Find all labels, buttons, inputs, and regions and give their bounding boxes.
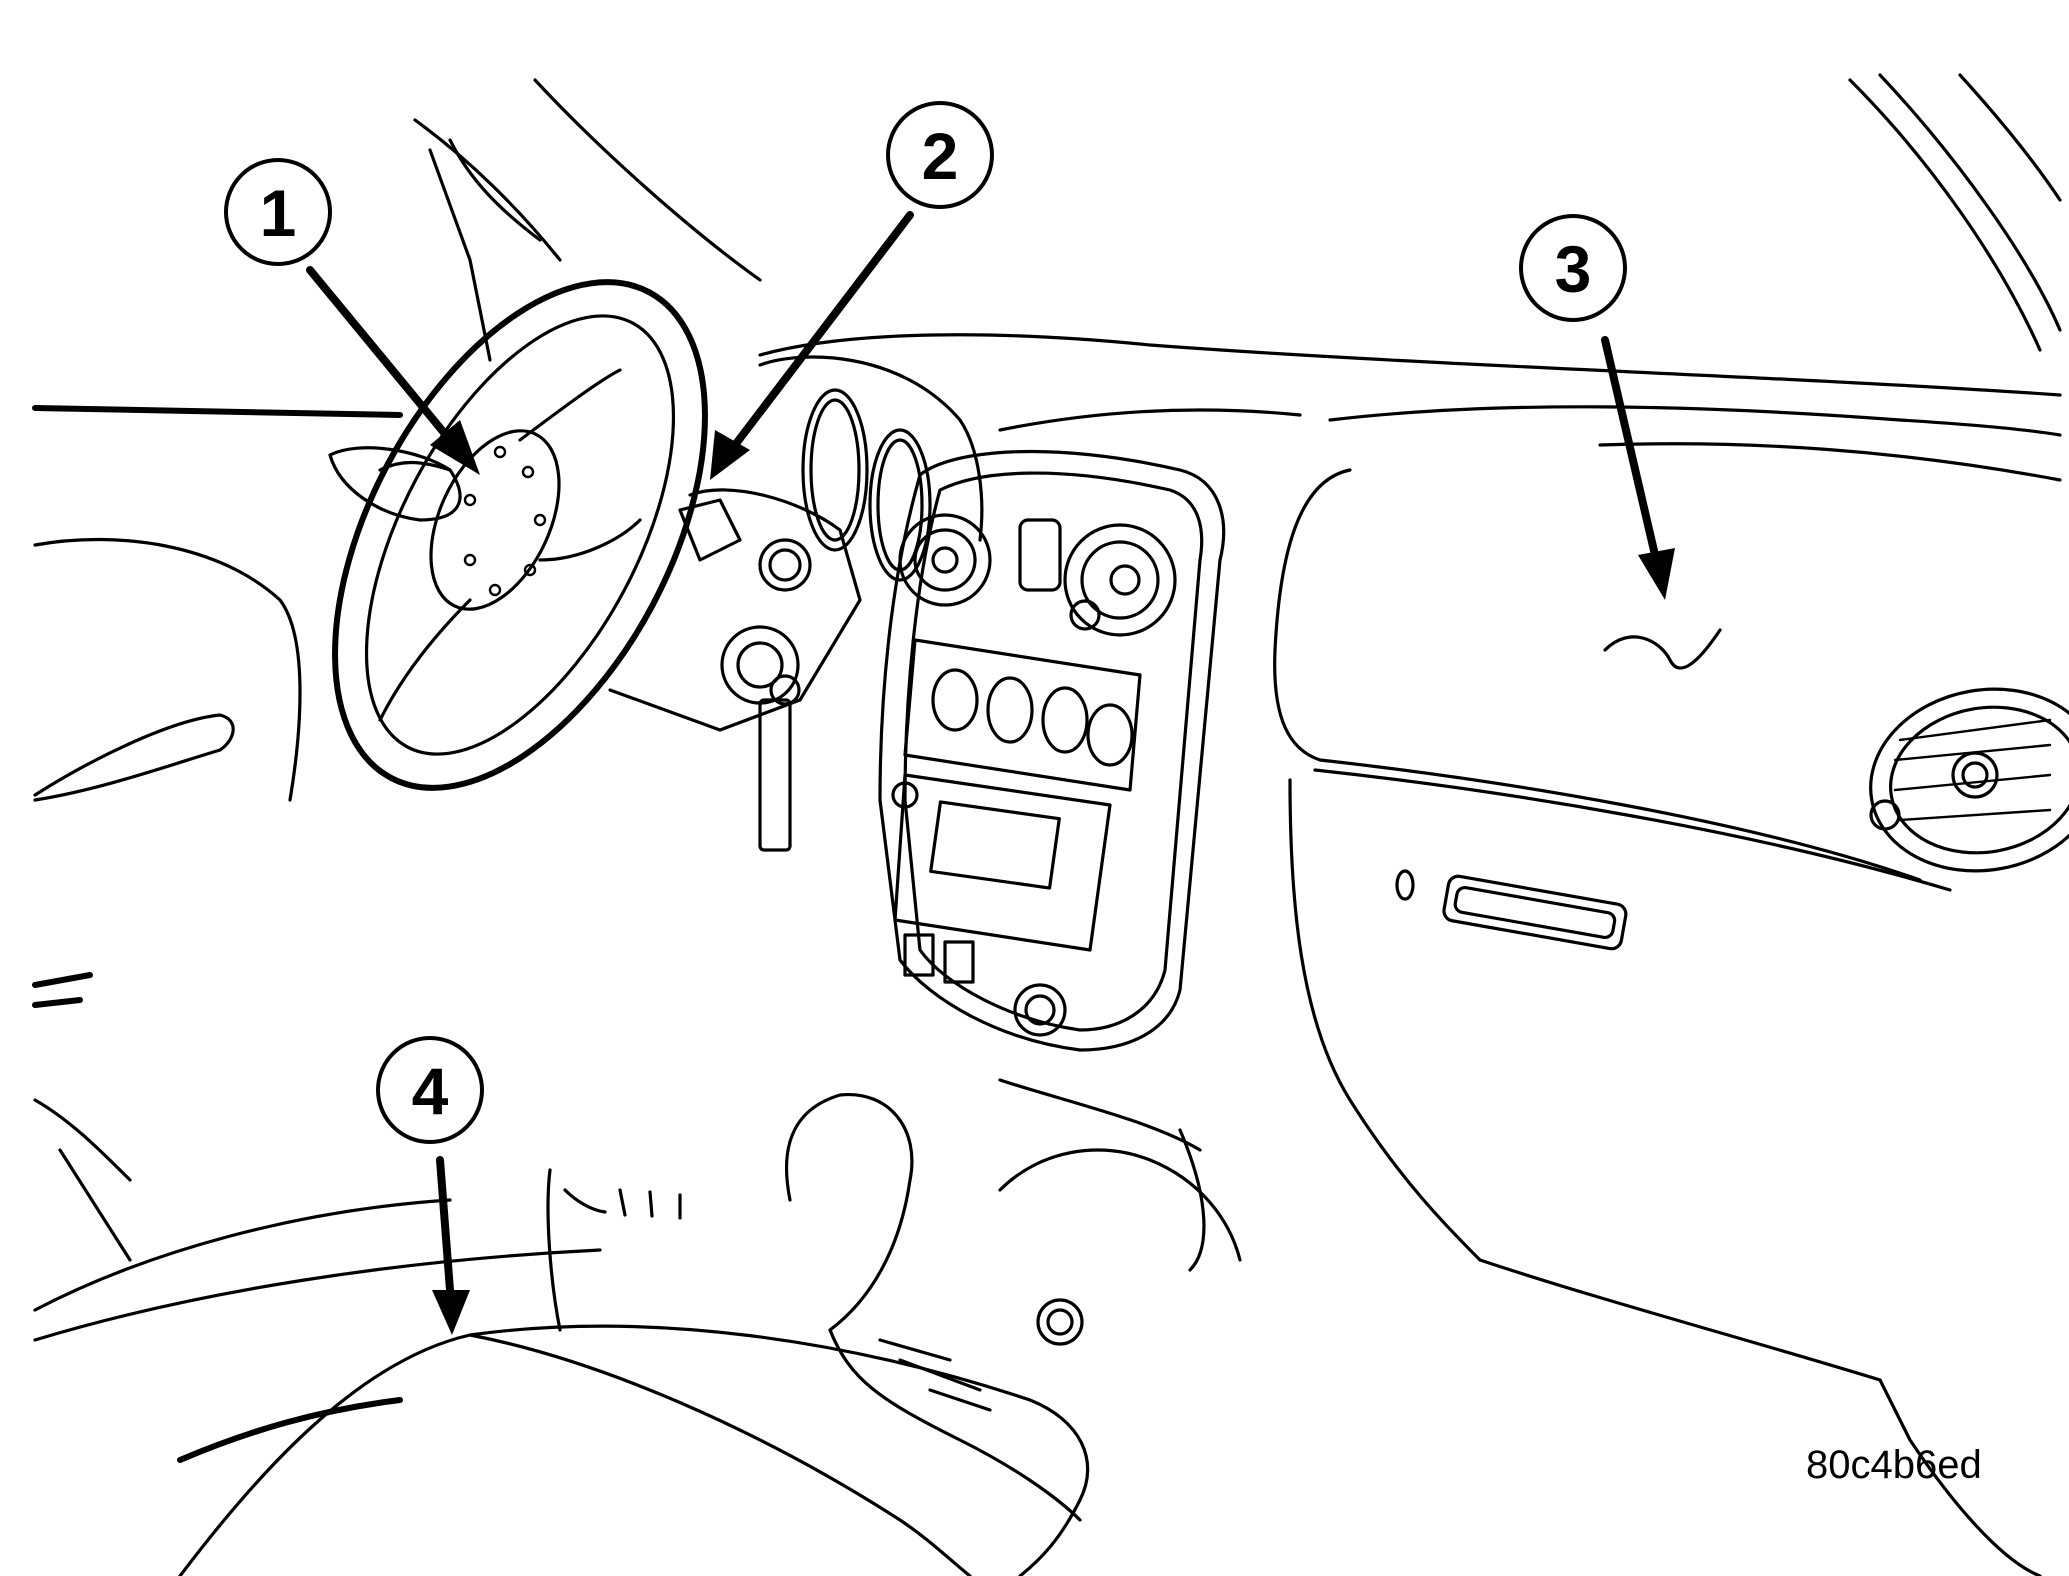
callout-2: 2	[886, 101, 994, 209]
windshield-pillar	[1848, 73, 2062, 352]
passenger-dash	[1273, 468, 2042, 1576]
callout-arrows	[306, 211, 1675, 1335]
center-console	[784, 1078, 1242, 1522]
center-stack	[878, 449, 1226, 1052]
callout-4: 4	[376, 1036, 484, 1144]
callout-3: 3	[1519, 214, 1627, 322]
callout-4-label: 4	[412, 1054, 449, 1128]
callout-3-label: 3	[1555, 232, 1592, 306]
steering-wheel	[332, 279, 708, 791]
callout-1-label: 1	[260, 176, 297, 250]
callout-1: 1	[224, 158, 332, 266]
windshield-left	[413, 78, 762, 362]
left-dash-line	[32, 405, 403, 418]
figure-code-label: 80c4b6ed	[1806, 1443, 1982, 1487]
instrument-cluster	[758, 355, 984, 582]
callout-2-label: 2	[922, 119, 959, 193]
door-panel-left	[32, 446, 602, 1342]
seat	[177, 1168, 1090, 1576]
dashboard-top	[758, 333, 2062, 482]
steering-column	[608, 488, 862, 852]
right-vent	[1869, 687, 2069, 873]
